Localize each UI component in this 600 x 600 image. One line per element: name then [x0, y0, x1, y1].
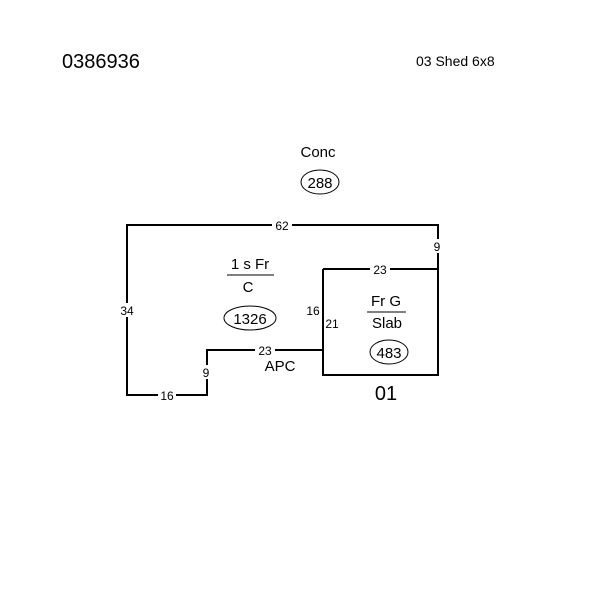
garage-area-value: 483: [376, 345, 401, 362]
concrete-area-ellipse: [300, 169, 340, 195]
dim-step-horizontal: 23: [258, 344, 272, 358]
concrete-label: Conc: [300, 144, 336, 161]
dim-left: 34: [120, 304, 134, 318]
dim-top: 62: [275, 219, 289, 233]
garage-area-ellipse: [369, 339, 409, 365]
main-area-ellipse: [223, 305, 277, 331]
main-area-value: 1326: [233, 311, 266, 328]
parcel-id: 0386936: [62, 51, 140, 73]
sketch-description: 03 Shed 6x8: [416, 53, 495, 69]
dim-garage-left-inner: 21: [325, 317, 339, 331]
porch-label: APC: [265, 358, 296, 375]
section-number: 01: [375, 383, 397, 405]
garage-label-bottom: Slab: [372, 315, 402, 332]
dim-right-upper: 9: [434, 240, 441, 254]
dim-bottom-left: 16: [160, 389, 174, 403]
main-label-bottom: C: [243, 279, 254, 296]
dim-garage-left-outer: 16: [306, 304, 320, 318]
concrete-area-value: 288: [307, 175, 332, 192]
garage-label-top: Fr G: [371, 293, 401, 310]
dim-step-vertical: 9: [203, 366, 210, 380]
dim-garage-top: 23: [373, 263, 387, 277]
main-label-top: 1 s Fr: [231, 256, 269, 273]
